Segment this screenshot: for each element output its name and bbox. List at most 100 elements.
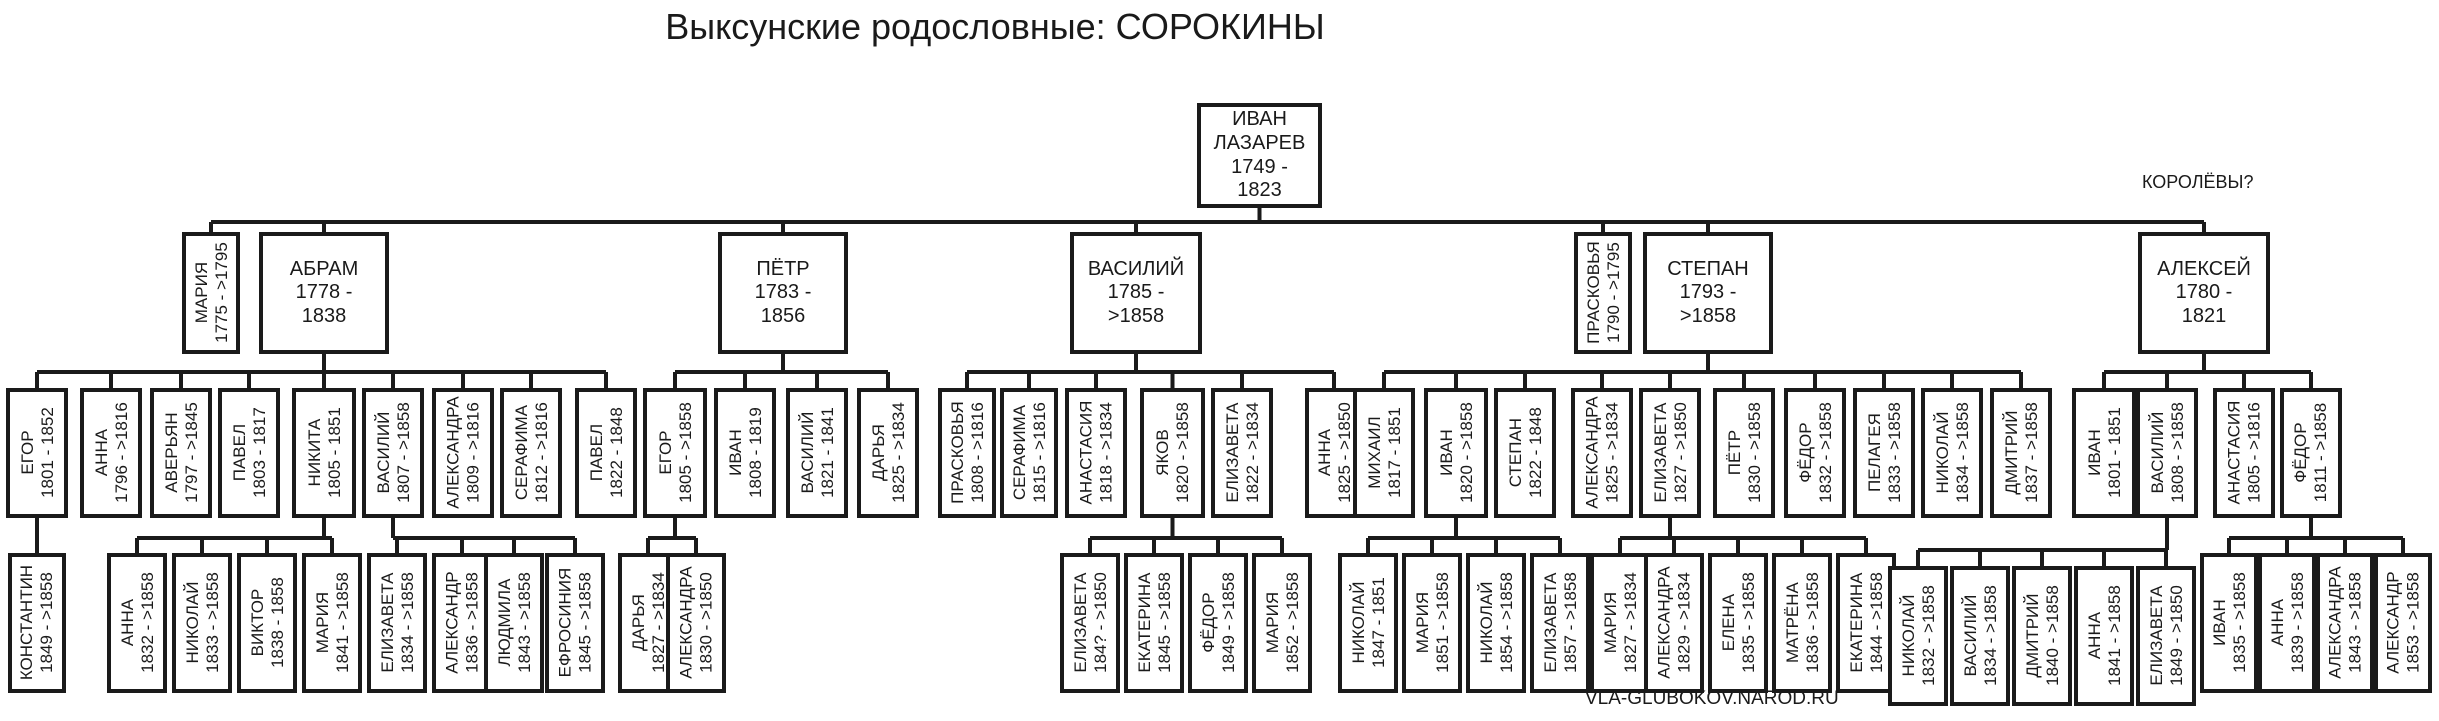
person-dates: 184? - >1850 <box>1090 572 1110 674</box>
person-name: ИВАН <box>1436 429 1456 477</box>
person-name: ПЕЛАГЕЯ <box>1864 413 1884 493</box>
person-name: ДМИТРИЙ <box>2022 593 2042 679</box>
person-dates: 1811 - >1858 <box>2311 403 2331 503</box>
website-credit: VLA-GLUBOKOV.NAROD.RU <box>1585 688 1839 709</box>
person-name: ЕГОР <box>17 430 37 476</box>
person-dates: 1827 - >1834 <box>648 572 668 674</box>
person-dates: 1803 - 1817 <box>249 407 268 499</box>
person-name: СЕРАФИМА <box>1009 405 1029 501</box>
person-name: ЕЛЕНА <box>1718 594 1738 652</box>
person-dates: 1797 - >1845 <box>181 402 201 504</box>
person-dates: 1856 <box>760 304 806 327</box>
person-dates: 1849 - >1850 <box>2166 585 2186 687</box>
person-name: СЕРАФИМА <box>511 405 531 501</box>
person-name: НИКОЛАЙ <box>182 582 202 664</box>
person-dates: 1830 - >1850 <box>696 572 715 674</box>
person-dates: 1836 - >1858 <box>1802 572 1822 674</box>
person-dates: 1785 - <box>1107 281 1165 304</box>
person-dates: 1783 - <box>754 281 812 304</box>
person-name: АЛЕКСАНДРА <box>1582 396 1602 510</box>
person-dates: 1793 - <box>1679 281 1737 304</box>
person-name: ЕКАТЕРИНА <box>1846 572 1866 674</box>
person-dates: 1825 - >1834 <box>1602 402 1621 504</box>
person-name: ЕЛИЗАВЕТА <box>1222 402 1242 504</box>
person-name: АННА <box>2267 599 2287 647</box>
person-dates: 1818 - >1834 <box>1096 402 1116 504</box>
person-dates: 1801 - 1851 <box>2104 407 2123 499</box>
person-dates: 1845 - >1858 <box>575 572 595 674</box>
person-dates: 1833 - >1858 <box>202 572 222 674</box>
person-name: ЕЛИЗАВЕТА <box>1070 572 1090 674</box>
person-name: АБРАМ <box>289 257 359 280</box>
person-name: ФЁДОР <box>1795 422 1815 484</box>
person-dates: 1835 - >1858 <box>2229 572 2249 674</box>
person-dates: 1839 - >1858 <box>2287 572 2307 674</box>
person-dates: 1778 - <box>295 281 353 304</box>
person-name: СТЕПАН <box>1667 257 1749 280</box>
person-dates: 1807 - >1858 <box>393 402 413 504</box>
annotation-koroleva: КОРОЛЁВЫ? <box>2142 172 2254 192</box>
person-name: МАРИЯ <box>1600 592 1620 654</box>
person-name: НИКОЛАЙ <box>1476 582 1496 664</box>
person-dates: 1790 - >1795 <box>1603 242 1623 344</box>
person-name: ЕЛИЗАВЕТА <box>2146 585 2166 687</box>
person-dates: 1841 - >1858 <box>2104 585 2124 687</box>
person-name: МАТРЁНА <box>1782 582 1802 664</box>
person-name: НИКОЛАЙ <box>1348 582 1368 664</box>
person-name: МАРИЯ <box>1412 592 1432 654</box>
person-name: АННА <box>2084 612 2104 660</box>
